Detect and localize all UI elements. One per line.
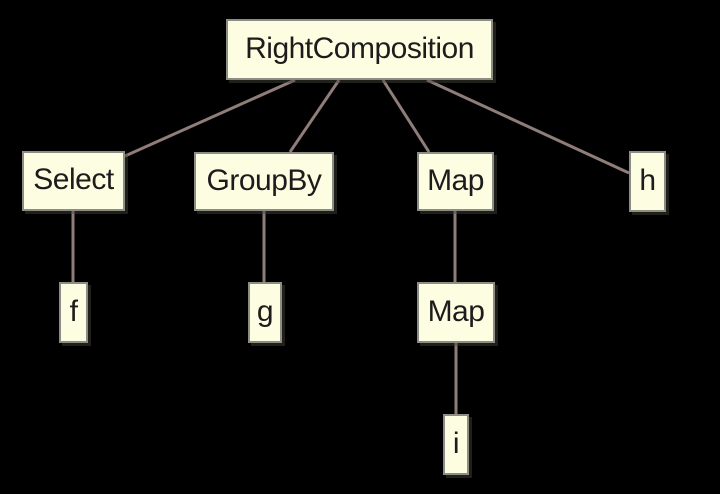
edge-rightcomposition-to-groupby: [288, 79, 341, 153]
node-label-h: h: [639, 163, 656, 197]
node-f: f: [59, 282, 88, 343]
node-select: Select: [22, 151, 125, 211]
node-label-g: g: [256, 294, 274, 328]
node-label-rightcomposition: RightComposition: [245, 31, 474, 65]
node-label-f: f: [69, 294, 78, 328]
node-label-map-2: Map: [427, 294, 485, 328]
node-i: i: [443, 414, 469, 475]
node-groupby: GroupBy: [194, 152, 334, 211]
node-label-groupby: GroupBy: [206, 163, 322, 197]
node-map-1: Map: [417, 152, 494, 211]
node-label-select: Select: [33, 163, 114, 196]
edge-rightcomposition-to-h: [426, 78, 630, 175]
node-map-2: Map: [417, 282, 495, 343]
edge-rightcomposition-to-map-1: [381, 79, 431, 153]
node-label-i: i: [452, 426, 460, 460]
node-h: h: [629, 151, 666, 212]
node-rightcomposition: RightComposition: [226, 19, 493, 80]
edge-rightcomposition-to-select: [124, 78, 296, 158]
node-g: g: [248, 282, 282, 343]
node-label-map-1: Map: [427, 163, 484, 197]
